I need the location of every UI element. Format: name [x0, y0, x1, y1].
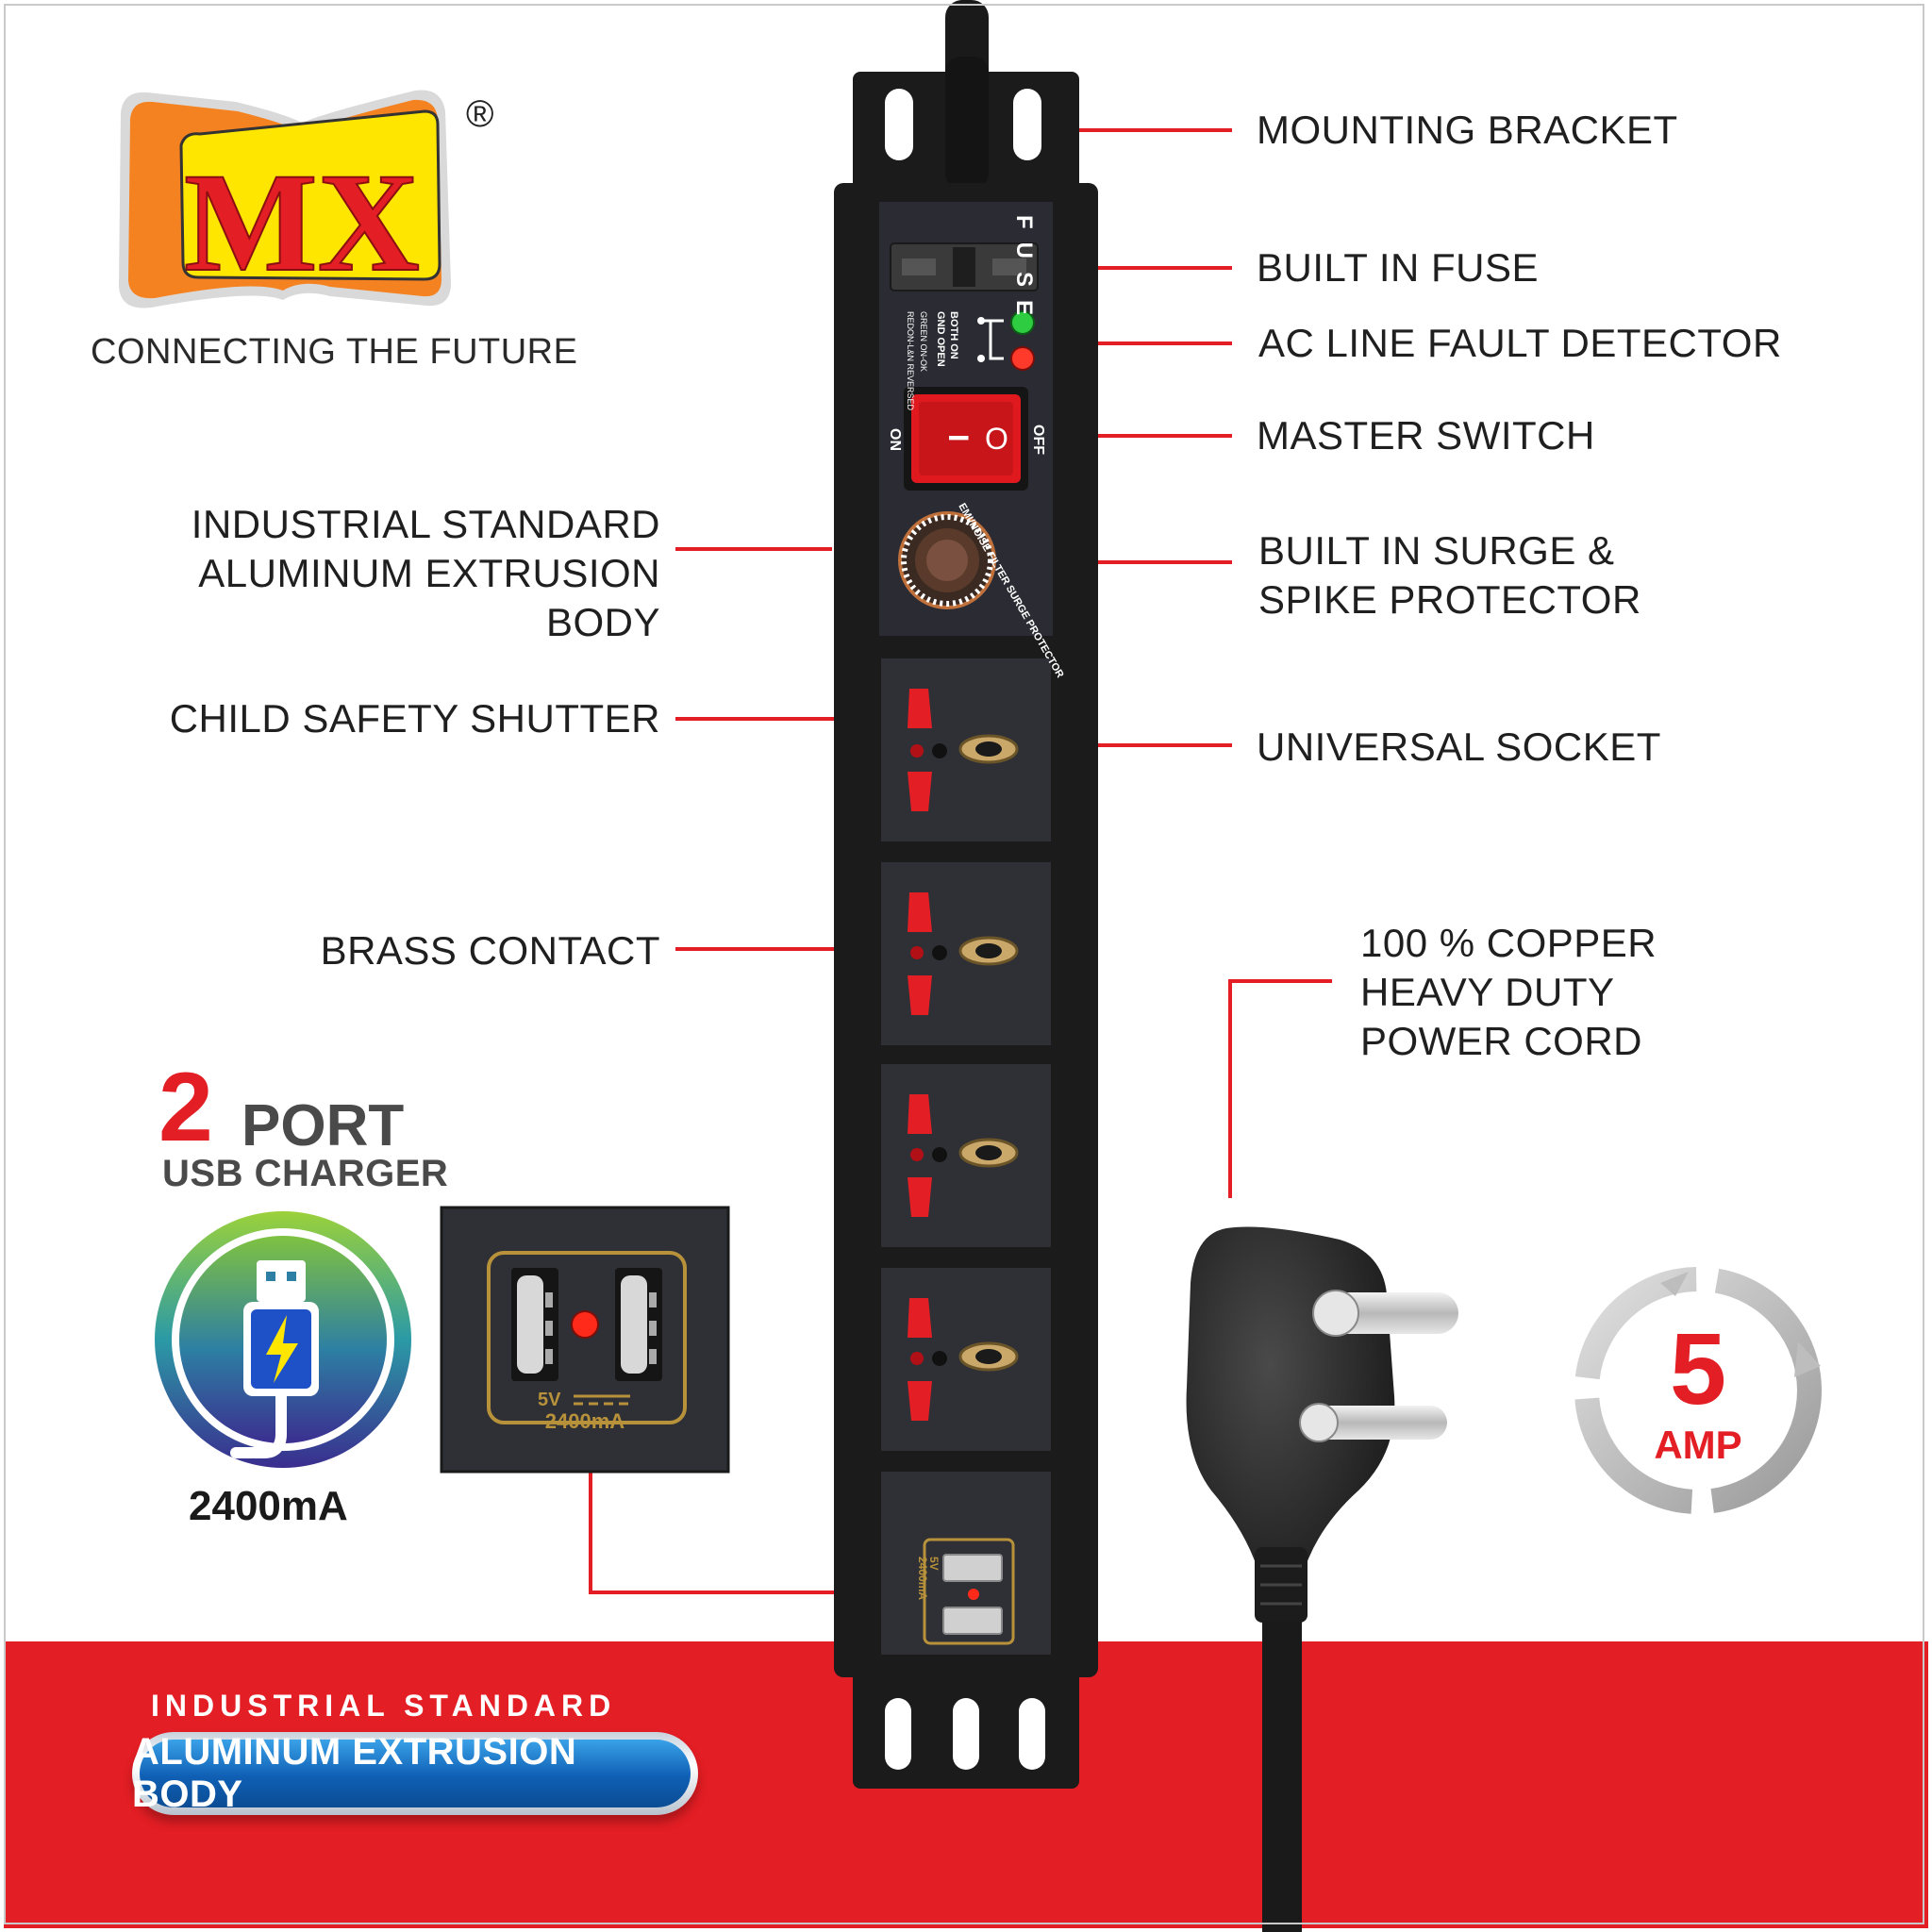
label-surge-protector: BUILT IN SURGE & SPIKE PROTECTOR: [1258, 526, 1641, 625]
label-cord-line-3: POWER CORD: [1360, 1019, 1642, 1063]
strip-usb-rating-v: 5V: [927, 1557, 941, 1571]
usb-panel-closeup: [440, 1206, 730, 1474]
label-body-line-2: ALUMINUM EXTRUSION BODY: [198, 551, 660, 644]
logo-text: MX: [184, 144, 420, 301]
brand-tagline: CONNECTING THE FUTURE: [91, 332, 578, 372]
switch-o-glyph: O: [985, 422, 1008, 456]
indicator-legend-3: GREEN ON-OK: [919, 311, 928, 372]
label-master-switch: MASTER SWITCH: [1257, 413, 1595, 458]
usb-port-count: 2: [158, 1053, 213, 1162]
label-extrusion-body: INDUSTRIAL STANDARD ALUMINUM EXTRUSION B…: [75, 500, 660, 647]
switch-i-glyph: I: [942, 434, 974, 441]
label-surge-line-2: SPIKE PROTECTOR: [1258, 577, 1641, 622]
usb-port-word: PORT: [242, 1093, 405, 1158]
usb-charger-label: USB CHARGER: [162, 1153, 449, 1194]
label-built-in-fuse: BUILT IN FUSE: [1257, 245, 1540, 290]
indicator-legend-2: GND OPEN: [935, 311, 946, 367]
label-child-safety: CHILD SAFETY SHUTTER: [169, 696, 660, 741]
power-plug: [1186, 1226, 1458, 1932]
banner-top-text: INDUSTRIAL STANDARD: [151, 1689, 617, 1723]
label-body-line-1: INDUSTRIAL STANDARD: [191, 502, 660, 546]
usb-indicator-led: [571, 1310, 599, 1339]
indicator-legend-4: REDON-L&N REVERSED: [906, 311, 915, 411]
fuse-label: FUSE: [1011, 215, 1037, 328]
label-universal-socket: UNIVERSAL SOCKET: [1257, 724, 1661, 769]
label-cord-line-2: HEAVY DUTY: [1360, 970, 1615, 1014]
socket-4: [881, 1268, 1051, 1451]
usb-panel-rating-ma: 2400mA: [545, 1409, 625, 1433]
usb-current-label: 2400mA: [189, 1483, 348, 1529]
label-mounting-bracket: MOUNTING BRACKET: [1257, 108, 1678, 152]
brand-logo: [119, 90, 451, 308]
label-surge-line-1: BUILT IN SURGE &: [1258, 528, 1615, 573]
label-brass-contact: BRASS CONTACT: [320, 928, 660, 973]
label-fault-detector: AC LINE FAULT DETECTOR: [1258, 321, 1782, 365]
red-indicator-led: [1010, 346, 1035, 371]
label-power-cord: 100 % COPPER HEAVY DUTY POWER CORD: [1360, 919, 1657, 1066]
banner-pill-inner: [140, 1740, 691, 1807]
green-indicator-led: [1010, 310, 1035, 335]
plug-cord: [1262, 1621, 1302, 1932]
amp-unit: AMP: [1654, 1423, 1742, 1467]
usb-charger-icon: [155, 1211, 411, 1468]
amp-rating-badge: [1574, 1267, 1822, 1514]
banner-pill: ALUMINUM EXTRUSION BODY: [132, 1731, 698, 1815]
switch-on-label: ON: [887, 428, 903, 451]
indicator-legend-1: BOTH ON: [948, 311, 959, 359]
banner-pill-text: ALUMINUM EXTRUSION BODY: [132, 1731, 577, 1815]
strip-usb-module: [881, 1472, 1051, 1655]
switch-off-label: OFF: [1030, 425, 1046, 455]
amp-value: 5: [1669, 1311, 1727, 1425]
socket-2: [881, 862, 1051, 1045]
socket-1: [881, 658, 1051, 841]
usb-panel-rating-v: 5V: [538, 1390, 561, 1410]
socket-3: [881, 1064, 1051, 1247]
strip-usb-rating-ma: 2400mA: [916, 1557, 929, 1600]
surge-protector-coil: [898, 511, 996, 609]
label-cord-line-1: 100 % COPPER: [1360, 921, 1657, 965]
registered-mark: ®: [466, 93, 493, 135]
